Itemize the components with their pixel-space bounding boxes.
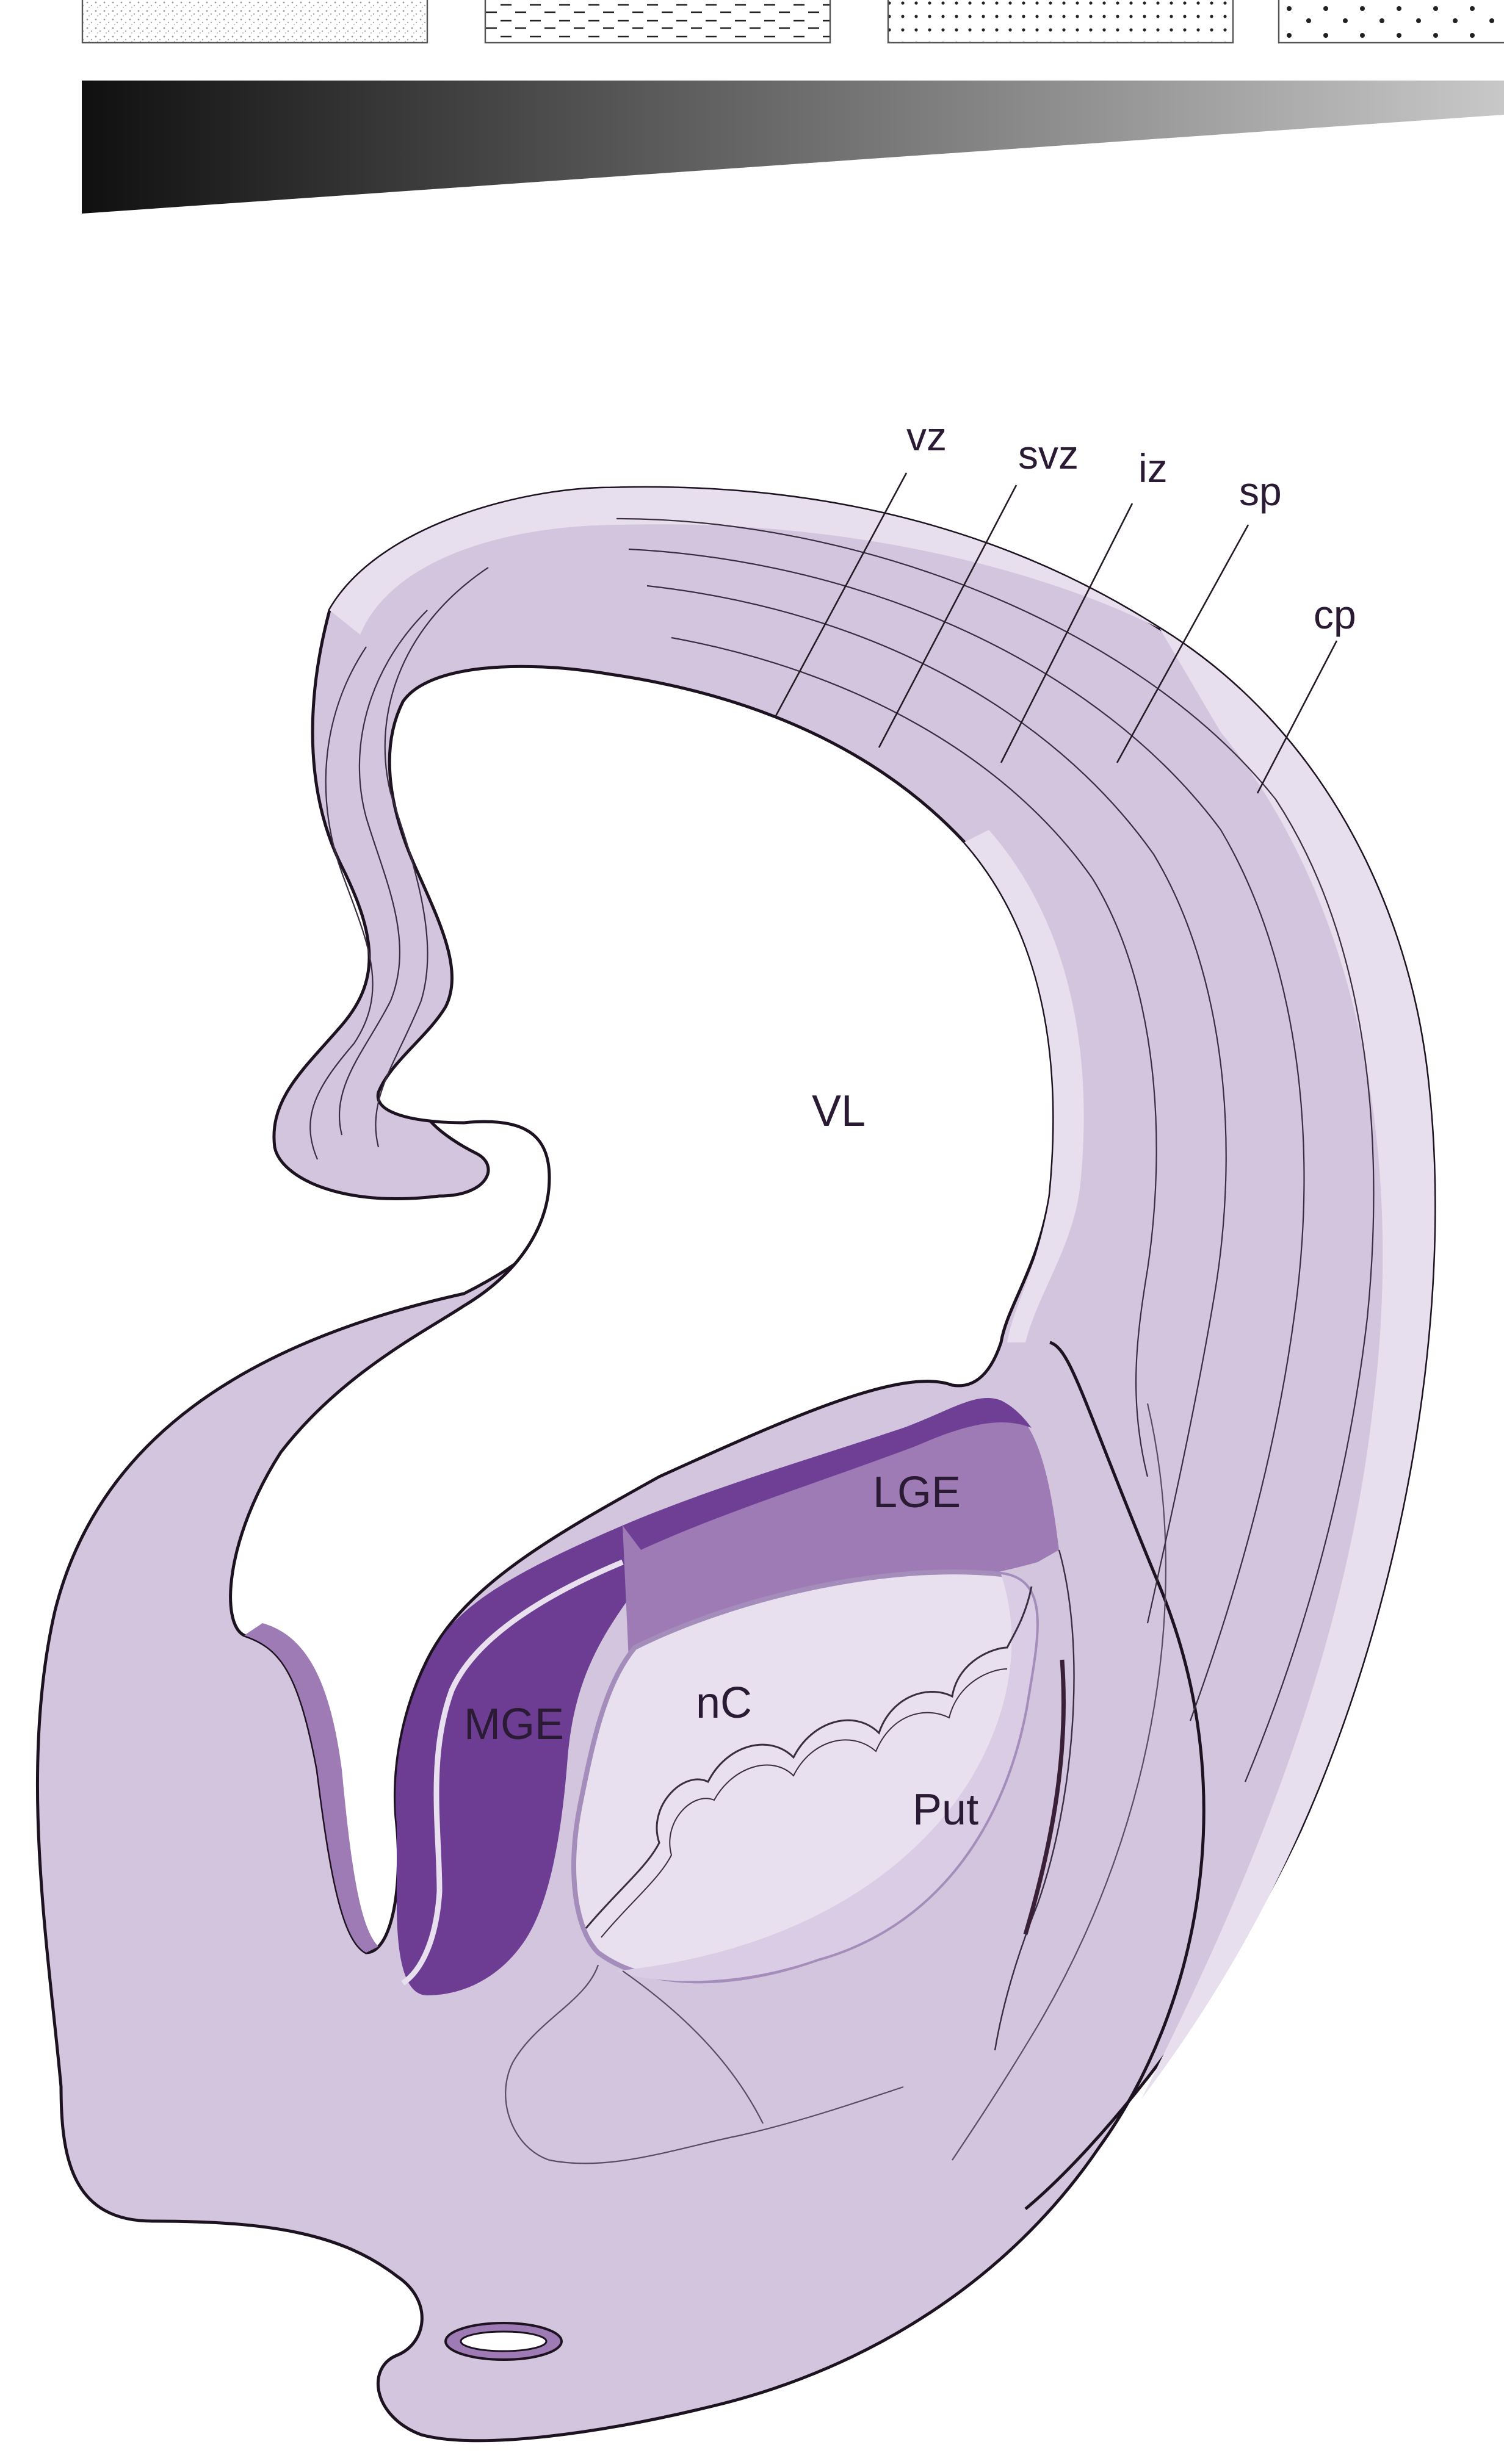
- dorsal-fold-layers-3: [309, 646, 374, 1160]
- label-svz: svz: [1018, 432, 1079, 477]
- ventral-vz-strip: [244, 1623, 378, 1953]
- label-lge: LGE: [873, 1468, 961, 1517]
- mge-white-boundary: [401, 1559, 624, 1986]
- lateral-ventricle: [229, 665, 1056, 1954]
- leader-sp: [1116, 524, 1249, 763]
- lge-region: [623, 1403, 1059, 1660]
- label-sp: sp: [1239, 469, 1282, 514]
- dorsal-fold-layers: [339, 610, 428, 1136]
- putamen-lobe: [616, 1574, 1036, 1981]
- layer-boundary-2: [646, 585, 1227, 1624]
- caudate-putamen-boundary-inner: [601, 1668, 1008, 1938]
- layer-boundary-4: [616, 517, 1375, 1782]
- leader-iz: [1000, 503, 1133, 763]
- label-mge: MGE: [464, 1700, 564, 1749]
- legend-swatch-diagonal-dots: [887, 0, 1234, 44]
- ventricular-zone-strip: [964, 830, 1084, 1342]
- layer-boundary-1: [671, 636, 1157, 1477]
- leader-svz: [878, 485, 1018, 748]
- label-putamen: Put: [913, 1785, 978, 1834]
- dorsal-rim-light: [330, 488, 1160, 635]
- caudate-putamen-boundary: [585, 1586, 1033, 1929]
- legend-swatch-dashes: [484, 0, 831, 44]
- dorsal-fold-layers-2: [375, 567, 489, 1148]
- ventral-subdivision-line: [505, 1964, 904, 2164]
- internal-capsule-line: [994, 1549, 1075, 2051]
- label-caudate: nC: [696, 1679, 752, 1727]
- label-vz: vz: [906, 414, 947, 459]
- label-ventricle: VL: [812, 1087, 866, 1136]
- layer-boundary-3: [628, 548, 1305, 1721]
- legend-swatches: [81, 0, 1504, 44]
- legend-swatch-sparse-dots: [1278, 0, 1504, 44]
- cortical-plate-rim: [1141, 629, 1435, 2099]
- mge-region: [396, 1526, 629, 1995]
- leader-vz: [774, 472, 908, 718]
- legend-swatch-stipple: [81, 0, 428, 44]
- label-iz: iz: [1138, 445, 1168, 491]
- ventral-subdivision-line-2: [622, 1970, 764, 2124]
- label-cp: cp: [1314, 592, 1356, 637]
- lge-dark-rim: [623, 1398, 1032, 1550]
- ventral-lumen-inner: [460, 2330, 548, 2352]
- gradient-wedge-bar: [82, 81, 1504, 214]
- capsule-dark-edge: [1023, 1659, 1066, 1935]
- leader-cp: [1256, 640, 1338, 794]
